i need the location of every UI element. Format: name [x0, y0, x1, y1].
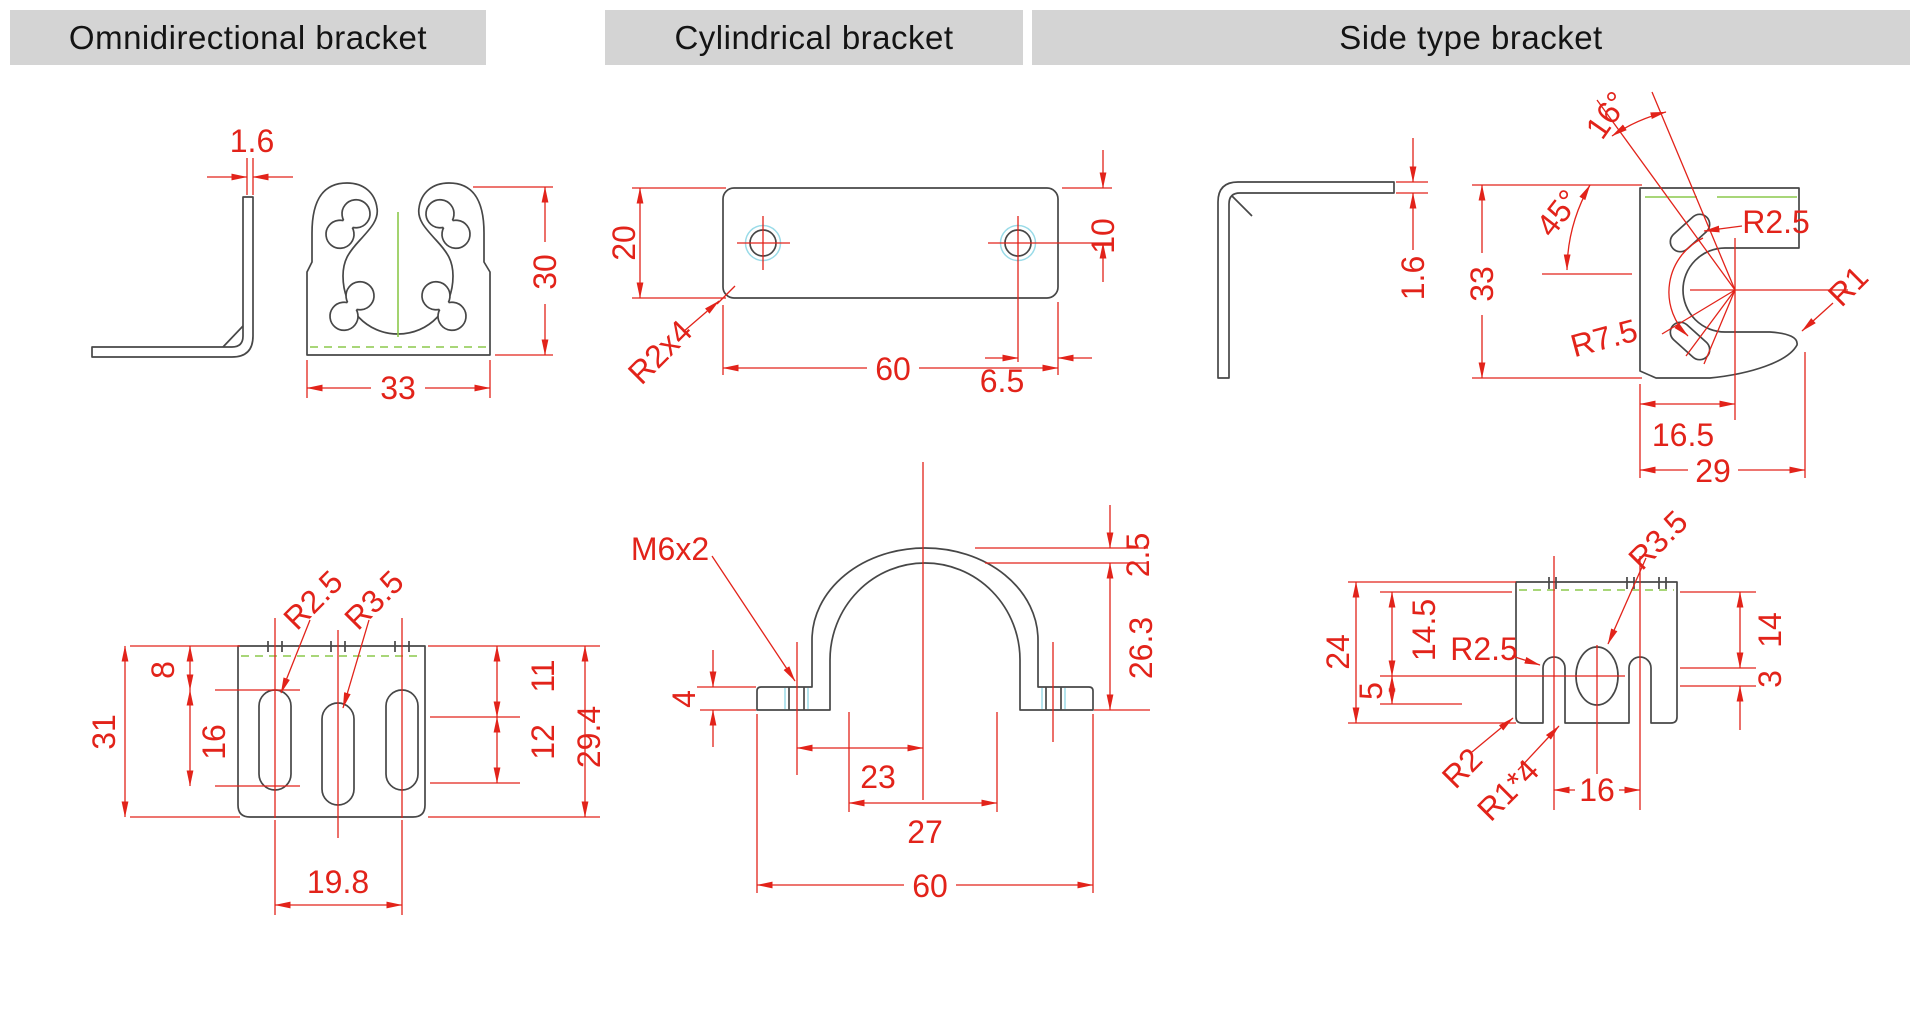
omni-hole-upper-right	[425, 198, 471, 250]
side-slot-upper	[1669, 213, 1711, 253]
dim-omni-slot-span: 19.8	[307, 864, 369, 900]
dim-omni-radius-small: R2.5	[276, 563, 349, 636]
dim-side-plate-height: 24	[1320, 634, 1356, 670]
panel-side-bottom-view: 24 14.5 5 R2.5 R2 R1*4 R3.5 16 14 3	[1320, 503, 1788, 828]
dim-side-radius-corner: R2	[1435, 741, 1489, 795]
dim-omni-slot-length: 16	[196, 724, 232, 760]
panel-omni-top-view: 1.6 30 33	[91, 123, 563, 406]
dim-side-radius-hook: R1	[1821, 259, 1875, 313]
omni-hole-lower-right	[421, 280, 467, 332]
omni-hole-lower-left	[329, 280, 375, 332]
panel-omni-bottom-view: 31 8 16 11 12 29.4 19.8 R2.5 R3.5	[86, 563, 607, 915]
dim-side-right-lower: 3	[1752, 670, 1788, 688]
dim-side-upper: 14.5	[1406, 599, 1442, 661]
dim-cyl-width: 60	[875, 351, 911, 387]
dim-omni-radius-large: R3.5	[337, 563, 410, 636]
dim-cyl-saddle-width: 60	[912, 868, 948, 904]
panel-side-top-view: 1.6 33	[1217, 85, 1875, 489]
dim-side-center-offset: 16.5	[1652, 417, 1714, 453]
dim-side-width: 29	[1695, 453, 1731, 489]
dim-cyl-height: 20	[606, 225, 642, 261]
dim-side-lower: 5	[1353, 682, 1389, 700]
dim-cyl-feet-span: 27	[907, 814, 943, 850]
dim-omni-thickness: 1.6	[230, 123, 274, 159]
omni-bend-line	[222, 325, 244, 348]
dim-side-thickness: 1.6	[1395, 256, 1431, 300]
dim-cyl-arch-height: 26.3	[1123, 617, 1159, 679]
side-bend-line	[1231, 195, 1253, 217]
dim-side-radius-oval: R3.5	[1621, 503, 1694, 576]
dim-side-right-upper: 14	[1752, 612, 1788, 648]
cyl-saddle-hole-walls	[788, 687, 1062, 710]
cyl-saddle-thread-lines	[784, 688, 1066, 709]
dim-side-radius-slot: R2.5	[1742, 204, 1810, 240]
dim-omni-seg-top: 11	[525, 659, 561, 692]
omni-hole-upper-left	[325, 198, 371, 250]
dim-side-angle-small: 16°	[1578, 85, 1635, 145]
panel-cyl-bottom-view: M6x2 4 2.5 26.3 23 27 60	[631, 462, 1159, 904]
dim-cyl-inner-span: 23	[860, 759, 896, 795]
dim-cyl-foot-height: 4	[666, 690, 702, 708]
dim-omni-height-right: 29.4	[571, 706, 607, 768]
dim-side-height: 33	[1464, 266, 1500, 302]
header-cylindrical-bracket: Cylindrical bracket	[605, 10, 1023, 65]
dim-omni-height: 30	[527, 254, 563, 290]
dim-cyl-thread: M6x2	[631, 531, 709, 567]
omni-plate-ticks	[267, 641, 410, 652]
dim-omni-top-offset: 8	[145, 661, 181, 679]
dim-side-notch-span: 16	[1579, 772, 1615, 808]
dim-side-angle-large: 45°	[1529, 183, 1587, 243]
dim-side-radius-notch: R2.5	[1450, 631, 1518, 667]
dim-omni-plate-height: 31	[86, 714, 122, 750]
side-plate-ticks	[1548, 577, 1667, 589]
dim-side-radius-mouth: R7.5	[1567, 312, 1642, 364]
dim-omni-width: 33	[380, 370, 416, 406]
header-omnidirectional-bracket: Omnidirectional bracket	[10, 10, 486, 65]
dim-cyl-corner-radius: R2x4	[621, 313, 699, 391]
dim-cyl-hole-top: 10	[1085, 218, 1121, 254]
side-l-profile-outline	[1217, 181, 1395, 379]
omni-l-profile-outline	[91, 196, 254, 358]
dim-cyl-cap-thickness: 2.5	[1120, 533, 1156, 577]
header-side-type-bracket: Side type bracket	[1032, 10, 1910, 65]
panel-cyl-top-view: 20 10 6.5 60 R2x4	[606, 150, 1121, 399]
cyl-saddle-outline	[756, 547, 1094, 711]
dim-omni-seg-mid: 12	[525, 724, 561, 760]
